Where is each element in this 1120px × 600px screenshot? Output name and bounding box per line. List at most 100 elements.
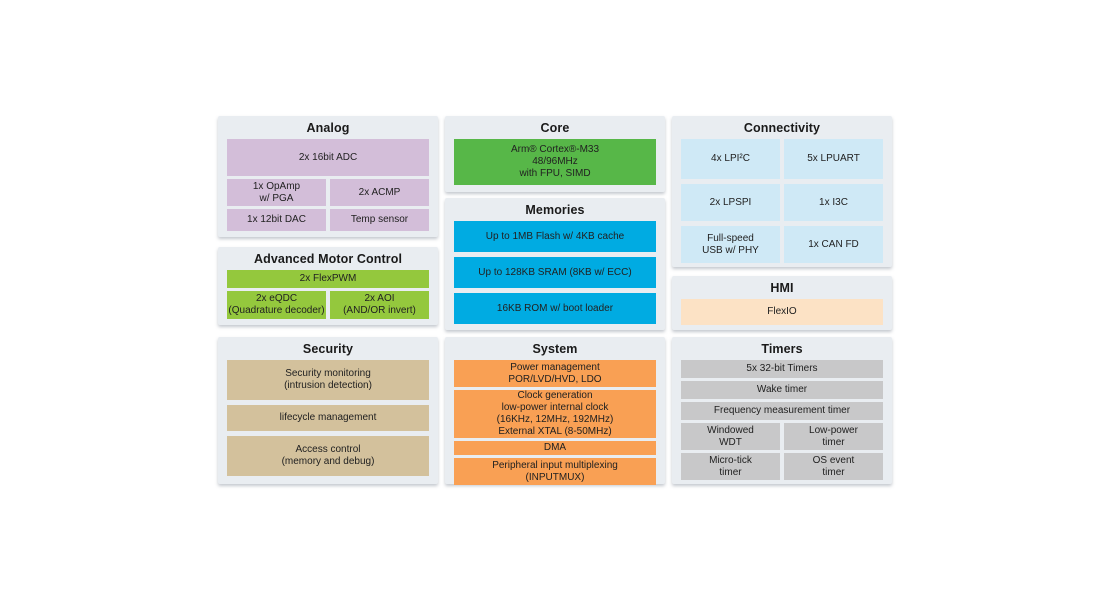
panel-cells: Security monitoring (intrusion detection…: [227, 360, 429, 476]
cell-label: Power management: [510, 361, 600, 373]
cell-label: lifecycle management: [279, 412, 377, 423]
cell-acmp: 2x ACMP: [330, 179, 429, 206]
cell-label: (16KHz, 12MHz, 192MHz): [496, 414, 614, 425]
panel-title-system: System: [532, 342, 578, 356]
cell-label: WDT: [719, 436, 742, 448]
cell-label: Arm® Cortex®-M33: [510, 144, 600, 155]
panel-hmi: HMI FlexIO: [672, 276, 892, 330]
cell-cortex-m33: Arm® Cortex®-M33 48/96MHz with FPU, SIMD: [454, 139, 656, 185]
cell-label: 2x AOI: [364, 293, 395, 304]
cell-label: Temp sensor: [350, 214, 409, 225]
cell-i3c: 1x I3C: [784, 184, 883, 221]
cell-label: (INPUTMUX): [525, 471, 585, 483]
cell-opamp: 1x OpAmp w/ PGA: [227, 179, 326, 206]
panel-advanced-motor-control: Advanced Motor Control 2x FlexPWM 2x eQD…: [218, 247, 438, 325]
cell-label: DMA: [543, 442, 567, 453]
panel-core: Core Arm® Cortex®-M33 48/96MHz with FPU,…: [445, 116, 665, 192]
panel-title-security: Security: [302, 342, 354, 356]
cell-label: with FPU, SIMD: [519, 168, 591, 179]
panel-title-connectivity: Connectivity: [743, 121, 821, 135]
cell-label: Up to 128KB SRAM (8KB w/ ECC): [478, 266, 632, 278]
panel-cells: FlexIO: [681, 299, 883, 325]
cell-label: 1x 12bit DAC: [247, 214, 306, 225]
panel-connectivity: Connectivity 4x LPI²C 5x LPUART 2x LPSPI: [672, 116, 892, 267]
cell-label: (Quadrature decoder): [228, 305, 325, 316]
panel-cells: 4x LPI²C 5x LPUART 2x LPSPI 1x I3C: [681, 139, 883, 263]
panel-cells: Power management POR/LVD/HVD, LDO Clock …: [454, 360, 656, 485]
cell-row: 4x LPI²C 5x LPUART: [681, 139, 883, 179]
cell-os-event-timer: OS event timer: [784, 453, 883, 480]
cell-label: timer: [822, 466, 845, 478]
cell-row: 1x OpAmp w/ PGA 2x ACMP: [227, 179, 429, 206]
cell-label: Frequency measurement timer: [713, 405, 851, 416]
cell-label: w/ PGA: [259, 192, 294, 204]
cell-rom: 16KB ROM w/ boot loader: [454, 293, 656, 324]
cell-label: USB w/ PHY: [702, 244, 759, 256]
cell-row: 2x LPSPI 1x I3C: [681, 184, 883, 221]
cell-label: timer: [822, 436, 845, 448]
cell-frequency-measurement-timer: Frequency measurement timer: [681, 402, 883, 420]
cell-lpi2c: 4x LPI²C: [681, 139, 780, 179]
cell-label: 2x ACMP: [358, 186, 401, 198]
column-right: Connectivity 4x LPI²C 5x LPUART 2x LPSPI: [672, 116, 892, 484]
panel-cells: 5x 32-bit Timers Wake timer Frequency me…: [681, 360, 883, 480]
cell-label: External XTAL (8-50MHz): [498, 426, 612, 437]
cell-label: (memory and debug): [281, 456, 375, 467]
cell-label: 5x 32-bit Timers: [746, 363, 818, 374]
cell-can-fd: 1x CAN FD: [784, 226, 883, 263]
cell-label: Security monitoring: [285, 368, 371, 379]
cell-32bit-timers: 5x 32-bit Timers: [681, 360, 883, 378]
panel-cells: Arm® Cortex®-M33 48/96MHz with FPU, SIMD: [454, 139, 656, 185]
cell-label: Low-power: [809, 424, 858, 436]
cell-label: 2x LPSPI: [709, 196, 752, 208]
column-middle: Core Arm® Cortex®-M33 48/96MHz with FPU,…: [445, 116, 665, 485]
cell-flash: Up to 1MB Flash w/ 4KB cache: [454, 221, 656, 252]
panel-cells: 2x 16bit ADC 1x OpAmp w/ PGA 2x ACMP 1x …: [227, 139, 429, 231]
cell-access-control: Access control (memory and debug): [227, 436, 429, 476]
cell-row: Windowed WDT Low-power timer: [681, 423, 883, 450]
cell-row: 2x eQDC (Quadrature decoder) 2x AOI (AND…: [227, 291, 429, 319]
cell-label: low-power internal clock: [501, 402, 609, 413]
cell-usb: Full-speed USB w/ PHY: [681, 226, 780, 263]
cell-label: 5x LPUART: [807, 153, 860, 164]
cell-label: FlexIO: [767, 306, 797, 317]
cell-lpuart: 5x LPUART: [784, 139, 883, 179]
panel-security: Security Security monitoring (intrusion …: [218, 337, 438, 484]
panel-title-memories: Memories: [525, 203, 585, 217]
cell-label: 1x I3C: [819, 196, 848, 208]
cell-lifecycle-management: lifecycle management: [227, 405, 429, 431]
cell-label: (AND/OR invert): [343, 305, 416, 316]
cell-row: Full-speed USB w/ PHY 1x CAN FD: [681, 226, 883, 263]
panel-cells: 2x FlexPWM 2x eQDC (Quadrature decoder) …: [227, 270, 429, 319]
panel-system: System Power management POR/LVD/HVD, LDO…: [445, 337, 665, 485]
cell-windowed-wdt: Windowed WDT: [681, 423, 780, 450]
cell-label: Up to 1MB Flash w/ 4KB cache: [485, 230, 625, 242]
panel-title-core: Core: [540, 121, 570, 135]
cell-label: 2x FlexPWM: [299, 273, 357, 284]
mcu-block-diagram: Analog 2x 16bit ADC 1x OpAmp w/ PGA 2x A…: [218, 116, 892, 485]
cell-label: Windowed: [707, 424, 754, 436]
cell-label: Peripheral input multiplexing: [492, 459, 618, 471]
cell-label: Micro-tick: [709, 454, 752, 466]
cell-label: Clock generation: [517, 390, 593, 401]
cell-sram: Up to 128KB SRAM (8KB w/ ECC): [454, 257, 656, 288]
panel-title-hmi: HMI: [770, 281, 794, 295]
cell-label: 16KB ROM w/ boot loader: [496, 302, 614, 314]
panel-title-advanced-motor-control: Advanced Motor Control: [253, 252, 403, 266]
cell-aoi: 2x AOI (AND/OR invert): [330, 291, 429, 319]
cell-flexpwm: 2x FlexPWM: [227, 270, 429, 288]
cell-flexio: FlexIO: [681, 299, 883, 325]
cell-label: 4x LPI²C: [711, 153, 750, 164]
panel-title-timers: Timers: [761, 342, 803, 356]
panel-title-analog: Analog: [306, 121, 350, 135]
cell-12bit-dac: 1x 12bit DAC: [227, 209, 326, 231]
cell-clock-generation: Clock generation low-power internal cloc…: [454, 390, 656, 438]
cell-low-power-timer: Low-power timer: [784, 423, 883, 450]
column-left: Analog 2x 16bit ADC 1x OpAmp w/ PGA 2x A…: [218, 116, 438, 484]
cell-label: 48/96MHz: [532, 156, 578, 167]
cell-eqdc: 2x eQDC (Quadrature decoder): [227, 291, 326, 319]
cell-label: 2x eQDC: [255, 293, 298, 304]
cell-power-management: Power management POR/LVD/HVD, LDO: [454, 360, 656, 387]
cell-label: POR/LVD/HVD, LDO: [508, 373, 602, 385]
cell-label: OS event: [812, 454, 855, 466]
